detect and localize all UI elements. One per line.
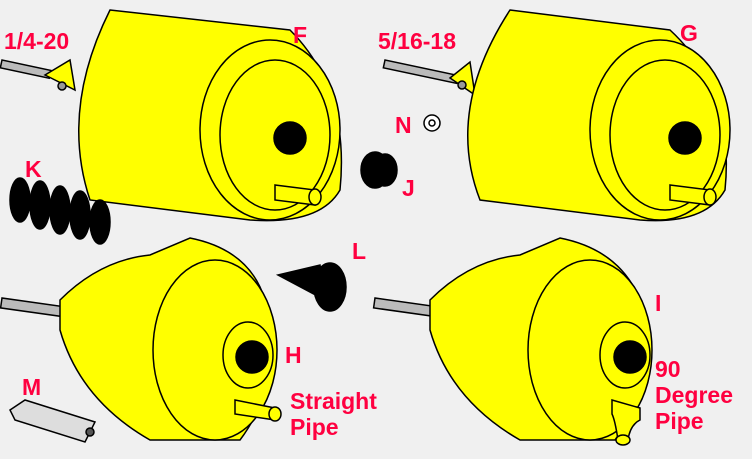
thread-size-label-g: 5/16-18 xyxy=(378,28,457,54)
part-label-k: K xyxy=(25,156,42,182)
plug-l xyxy=(275,262,347,312)
degree-pipe-line2: Degree xyxy=(655,382,733,408)
part-label-h: H xyxy=(285,342,302,368)
canister-i xyxy=(372,237,653,446)
canister-h xyxy=(0,237,282,441)
canister-g xyxy=(382,9,731,222)
straight-pipe-line2: Pipe xyxy=(290,414,339,440)
canister-f xyxy=(0,9,343,222)
bellows-k xyxy=(9,177,111,245)
washer-n xyxy=(423,114,441,132)
part-label-f: F xyxy=(293,22,308,48)
degree-pipe-label: 90 Degree Pipe xyxy=(655,356,733,434)
straight-pipe-label: Straight Pipe xyxy=(290,388,377,440)
degree-pipe-line3: Pipe xyxy=(655,408,704,434)
degree-pipe-line1: 90 xyxy=(655,356,681,382)
part-label-j: J xyxy=(402,175,415,201)
part-label-g: G xyxy=(680,20,698,46)
thread-size-label-f: 1/4-20 xyxy=(4,28,70,54)
hex-spacer-m xyxy=(9,399,97,443)
part-label-l: L xyxy=(352,238,367,264)
part-label-n: N xyxy=(395,112,412,138)
straight-pipe-line1: Straight xyxy=(290,388,377,414)
part-label-i: I xyxy=(655,290,662,316)
grommet-j xyxy=(360,151,398,189)
part-label-m: M xyxy=(22,374,42,400)
